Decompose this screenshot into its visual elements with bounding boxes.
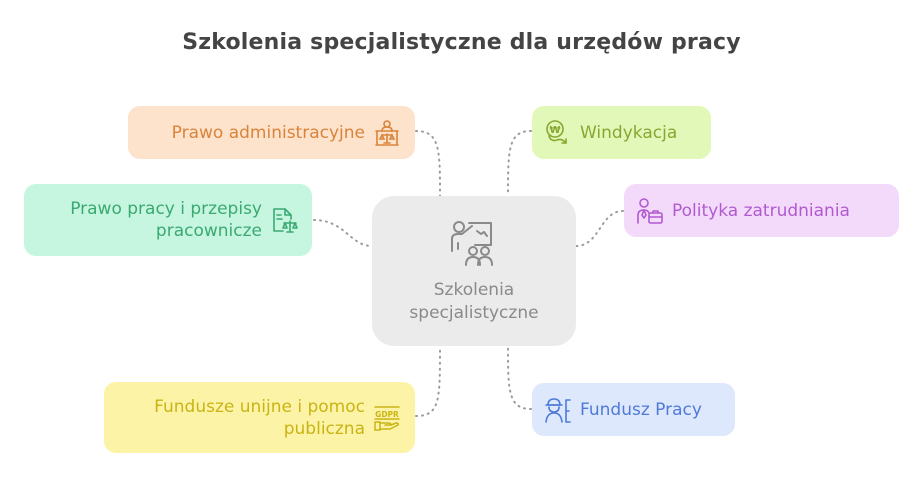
teacher-presentation-icon — [451, 221, 493, 266]
court-scales-icon — [375, 119, 399, 146]
connector-fund — [507, 345, 532, 410]
connector-labor — [313, 219, 373, 247]
gdpr-hand-icon: GDPR — [374, 405, 400, 431]
node-label: Prawo pracy i przepisy pracownicze — [70, 198, 262, 242]
svg-text:₩: ₩ — [549, 125, 560, 136]
document-scales-icon — [273, 208, 298, 233]
node-label: Prawo administracyjne — [171, 122, 365, 143]
node-label: Fundusze unijne i pomoc publiczna — [154, 396, 365, 440]
node-fundusz-pracy[interactable]: Fundusz Pracy — [532, 383, 735, 436]
node-label-line2: pracownicze — [155, 221, 262, 241]
diagram-title: Szkolenia specjalistyczne dla urzędów pr… — [182, 30, 741, 55]
coin-collection-icon: ₩ — [546, 119, 567, 144]
employee-briefcase-icon — [637, 197, 663, 224]
center-label: Szkolenia specjalistyczne — [409, 279, 538, 325]
node-fundusze-unijne[interactable]: Fundusze unijne i pomoc publiczna GDPR — [104, 382, 415, 453]
node-prawo-pracy[interactable]: Prawo pracy i przepisy pracownicze — [24, 184, 312, 256]
node-label-line2: publiczna — [283, 418, 365, 439]
connector-admin — [415, 130, 441, 197]
connector-wind — [507, 130, 532, 197]
node-label-line1: Prawo pracy i przepisy — [70, 199, 262, 219]
node-label-line1: Fundusze unijne i pomoc — [154, 396, 365, 417]
node-windykacja[interactable]: ₩ Windykacja — [532, 106, 711, 159]
worker-helmet-icon — [545, 397, 571, 423]
center-label-line1: Szkolenia — [433, 280, 515, 300]
node-label: Polityka zatrudniania — [672, 200, 850, 221]
connector-eu — [415, 345, 441, 417]
node-polityka-zatrudniania[interactable]: Polityka zatrudniania — [624, 184, 899, 237]
node-label: Windykacja — [580, 122, 678, 143]
svg-text:GDPR: GDPR — [375, 410, 399, 419]
center-node[interactable]: Szkolenia specjalistyczne — [372, 196, 576, 346]
connector-policy — [575, 210, 624, 247]
node-prawo-administracyjne[interactable]: Prawo administracyjne — [128, 106, 415, 159]
center-label-line2: specjalistyczne — [409, 303, 539, 323]
node-label: Fundusz Pracy — [580, 399, 702, 420]
